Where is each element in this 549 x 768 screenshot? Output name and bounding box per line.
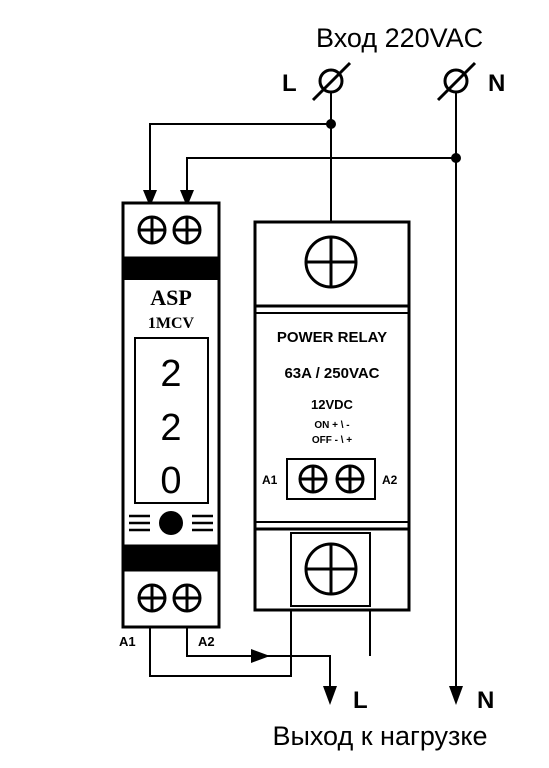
input-line-label: L: [282, 70, 297, 97]
monitor-neutral-feed-wire: [186, 157, 456, 194]
display-digit-3: 0: [160, 460, 181, 502]
arrow-right-icon: [251, 649, 270, 663]
monitor-display: [134, 337, 209, 504]
junction-dot-neutral: [451, 153, 461, 163]
relay-rating: 63A / 250VAC: [284, 365, 379, 382]
junction-dot-line: [326, 119, 336, 129]
relay-off-polarity: OFF - \ +: [312, 435, 352, 446]
relay-title: POWER RELAY: [277, 329, 387, 346]
arrow-down-icon: [449, 686, 463, 705]
output-neutral-label: N: [477, 687, 494, 714]
input-neutral-terminal-icon: [436, 61, 477, 102]
led-indicator-icon: [129, 511, 213, 535]
display-digit-1: 2: [160, 353, 181, 395]
monitor-a2-label: A2: [198, 634, 215, 649]
line-output-wire: [262, 655, 331, 688]
relay-bottom-terminal-icon: [304, 542, 358, 596]
display-digit-2: 2: [160, 407, 181, 449]
monitor-line-feed-wire: [149, 123, 331, 194]
monitor-top-terminal-icon: [137, 215, 167, 245]
input-neutral-label: N: [488, 70, 505, 97]
arrow-down-icon: [143, 190, 157, 207]
voltage-monitor-device: ASP 1MCV 2 2 0: [121, 201, 221, 629]
monitor-bottom-terminal-icon: [172, 583, 202, 613]
input-line-terminal-icon: [311, 61, 352, 102]
monitor-bottom-terminal-icon: [137, 583, 167, 613]
arrow-down-icon: [323, 686, 337, 705]
relay-a2-label: A2: [382, 473, 398, 487]
relay-top-terminal-icon: [304, 235, 358, 289]
input-label: Вход 220VAC: [316, 23, 483, 53]
arrow-down-icon: [180, 190, 194, 207]
output-label: Выход к нагрузке: [272, 721, 487, 751]
monitor-a1-label: A1: [119, 634, 136, 649]
relay-coil-terminal-icon: [335, 464, 365, 494]
a2-control-wire-a: [186, 622, 253, 657]
monitor-top-terminal-icon: [172, 215, 202, 245]
monitor-model: 1MCV: [148, 315, 195, 332]
power-relay-device: POWER RELAY 63A / 250VAC 12VDC ON + \ - …: [253, 220, 411, 612]
relay-on-polarity: ON + \ -: [314, 420, 349, 431]
output-line-label: L: [353, 687, 368, 714]
relay-a1-label: A1: [262, 473, 278, 487]
relay-coil-terminal-icon: [298, 464, 328, 494]
relay-coil-voltage: 12VDC: [311, 397, 354, 412]
monitor-brand: ASP: [150, 285, 192, 310]
